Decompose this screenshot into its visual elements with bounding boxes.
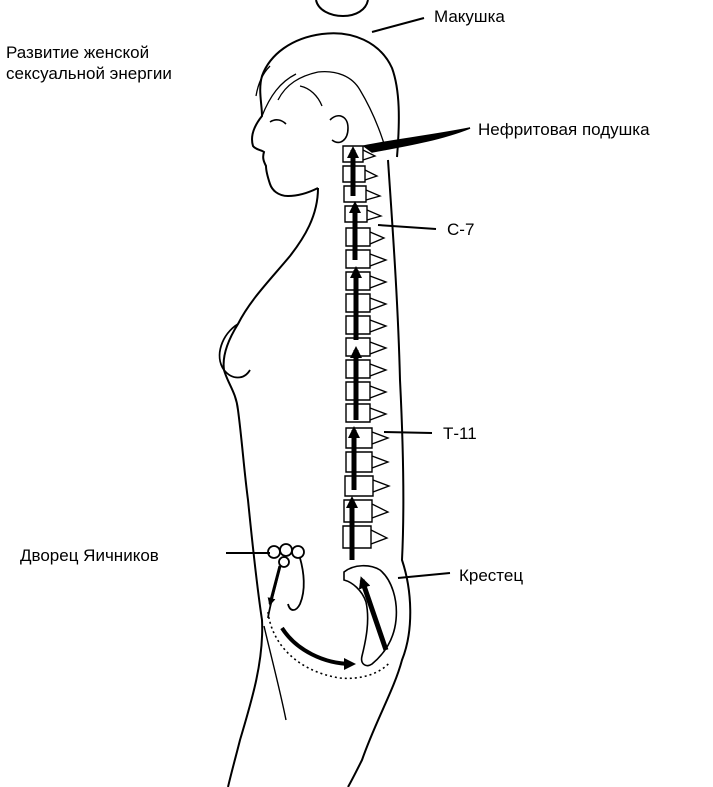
- title-line-1: Развитие женской: [6, 42, 256, 63]
- c7-leader: [378, 225, 436, 229]
- leader-lines: [226, 18, 450, 578]
- eye: [270, 120, 286, 124]
- label-ovarian-palace: Дворец Яичников: [20, 546, 159, 566]
- ovary-down-arrow: [270, 566, 280, 604]
- diagram-title: Развитие женской сексуальной энергии: [6, 42, 256, 84]
- label-sacrum: Крестец: [459, 566, 523, 586]
- title-line-2: сексуальной энергии: [6, 63, 256, 84]
- spine: [343, 144, 389, 574]
- sacrum-shape: [344, 566, 396, 666]
- label-c7: С-7: [447, 220, 474, 240]
- leg-line: [264, 626, 286, 720]
- label-jade-pillow: Нефритовая подушка: [478, 120, 650, 140]
- vertebrae: [343, 146, 373, 548]
- front-body-outline: [224, 188, 318, 787]
- ear: [330, 116, 348, 143]
- crown-leader: [372, 18, 424, 32]
- label-t11: Т-11: [443, 424, 477, 444]
- perineum-arrow: [282, 628, 352, 664]
- top-circle-fragment: [316, 0, 368, 16]
- label-crown: Макушка: [434, 7, 505, 27]
- t11-leader: [384, 432, 432, 433]
- breast: [220, 324, 250, 378]
- ovarian-palace-shape: [268, 544, 304, 618]
- head-outline: [252, 33, 399, 196]
- hair: [256, 66, 386, 150]
